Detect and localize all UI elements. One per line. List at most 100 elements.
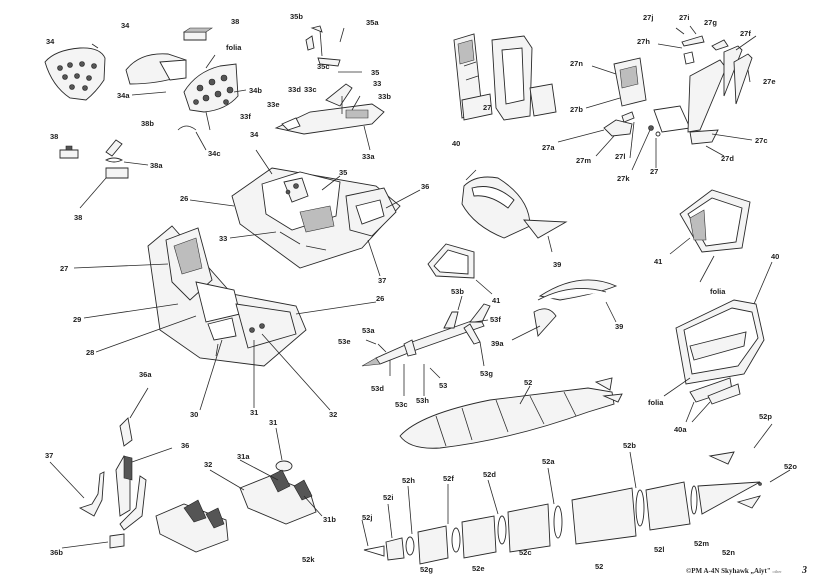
label-39-top: 39 xyxy=(553,260,562,269)
label-37-top: 37 xyxy=(378,276,387,285)
label-35a: 35a xyxy=(366,18,379,27)
label-53g: 53g xyxy=(480,369,493,378)
label-27-seat: 27 xyxy=(483,103,492,112)
label-52c: 52c xyxy=(519,548,532,557)
label-33-mid: 33 xyxy=(219,234,228,243)
label-38b: 38b xyxy=(141,119,154,128)
part-34-instrument-panel xyxy=(44,43,106,101)
label-34-mid: 34 xyxy=(250,130,259,139)
label-27e: 27e xyxy=(763,77,776,86)
label-53e: 53e xyxy=(338,337,351,346)
label-34a: 34a xyxy=(117,91,130,100)
label-52h: 52h xyxy=(402,476,415,485)
label-53h: 53h xyxy=(416,396,429,405)
label-30: 30 xyxy=(190,410,199,419)
label-31: 31 xyxy=(250,408,259,417)
part-27-seat-exploded xyxy=(603,25,757,157)
label-52o: 52o xyxy=(784,462,797,471)
label-27a: 27a xyxy=(542,143,555,152)
label-27i: 27i xyxy=(679,13,690,22)
label-35: 35 xyxy=(371,68,380,77)
label-39a: 39a xyxy=(491,339,504,348)
footer-brand-small: other xyxy=(772,569,782,574)
label-40-left: 40 xyxy=(452,139,461,148)
label-31-top: 31 xyxy=(269,418,278,427)
label-37-bottom: 37 xyxy=(45,451,54,460)
label-35c: 35c xyxy=(317,62,330,71)
label-35b: 35b xyxy=(290,12,303,21)
label-52a: 52a xyxy=(542,457,555,466)
part-36a-37-36-lower xyxy=(49,387,173,549)
label-27f: 27f xyxy=(740,29,751,38)
label-29: 29 xyxy=(73,315,82,324)
label-36-top: 36 xyxy=(421,182,430,191)
label-53d: 53d xyxy=(371,384,384,393)
label-26-mid: 26 xyxy=(376,294,385,303)
label-41-left: 41 xyxy=(492,296,501,305)
part-26-cockpit-tub-middle xyxy=(231,167,401,269)
label-27l: 27l xyxy=(615,152,626,161)
label-34b: 34b xyxy=(249,86,262,95)
label-52m: 52m xyxy=(694,539,710,548)
label-34: 34 xyxy=(46,37,55,46)
label-52d: 52d xyxy=(483,470,496,479)
part-27-seat-shell xyxy=(491,35,557,121)
part-53-missile xyxy=(361,295,491,396)
label-folia-mid: folia xyxy=(710,287,726,296)
label-38-bottom: 38 xyxy=(74,213,83,222)
label-52j: 52j xyxy=(362,513,373,522)
label-33e: 33e xyxy=(267,100,280,109)
label-27k: 27k xyxy=(617,174,630,183)
label-27b: 27b xyxy=(570,105,583,114)
label-53: 53 xyxy=(439,381,448,390)
part-38-box-top xyxy=(183,27,213,41)
label-52b: 52b xyxy=(623,441,636,450)
label-34-top: 34 xyxy=(121,21,130,30)
part-31-32-lower xyxy=(155,427,323,553)
label-31b: 31b xyxy=(323,515,336,524)
label-52l: 52l xyxy=(654,545,665,554)
part-38-box-bottom xyxy=(105,167,129,179)
label-52p: 52p xyxy=(759,412,772,421)
part-35-levers xyxy=(305,25,362,73)
label-52-top: 52 xyxy=(524,378,533,387)
label-35-mid: 35 xyxy=(339,168,348,177)
label-27j: 27j xyxy=(643,13,654,22)
part-38a xyxy=(104,157,124,163)
label-52f: 52f xyxy=(443,474,454,483)
label-32: 32 xyxy=(329,410,338,419)
part-52-drop-tank xyxy=(399,377,623,449)
label-33f: 33f xyxy=(240,112,251,121)
label-53a: 53a xyxy=(362,326,375,335)
label-27c: 27c xyxy=(755,136,768,145)
label-27-left: 27 xyxy=(60,264,69,273)
label-33: 33 xyxy=(373,79,382,88)
label-33d: 33d xyxy=(288,85,301,94)
footer-brand-text: ©PM A-4N Skyhawk „Aiyt" xyxy=(686,567,771,575)
label-folia-right: folia xyxy=(648,398,664,407)
label-27n: 27n xyxy=(570,59,583,68)
label-27h: 27h xyxy=(637,37,650,46)
part-33-console xyxy=(274,83,385,151)
label-26-top: 26 xyxy=(180,194,189,203)
part-40-canopy-right xyxy=(663,261,773,423)
label-31a: 31a xyxy=(237,452,250,461)
part-52-tank-exploded xyxy=(361,423,791,565)
label-28: 28 xyxy=(86,348,95,357)
label-53b: 53b xyxy=(451,287,464,296)
part-26-cockpit-tub-assembled xyxy=(147,225,307,367)
label-27m: 27m xyxy=(576,156,592,165)
label-52-bottom: 52 xyxy=(595,562,604,571)
label-40a: 40a xyxy=(674,425,687,434)
label-32-bottom: 32 xyxy=(204,460,213,469)
footer-brand: ©PM A-4N Skyhawk „Aiyt" other xyxy=(686,567,782,575)
label-36b: 36b xyxy=(50,548,63,557)
label-27-right: 27 xyxy=(650,167,659,176)
part-40-canopy xyxy=(461,169,568,239)
label-36a: 36a xyxy=(139,370,152,379)
label-52i: 52i xyxy=(383,493,394,502)
label-33a: 33a xyxy=(362,152,375,161)
part-39-canopy-frame xyxy=(511,279,618,341)
